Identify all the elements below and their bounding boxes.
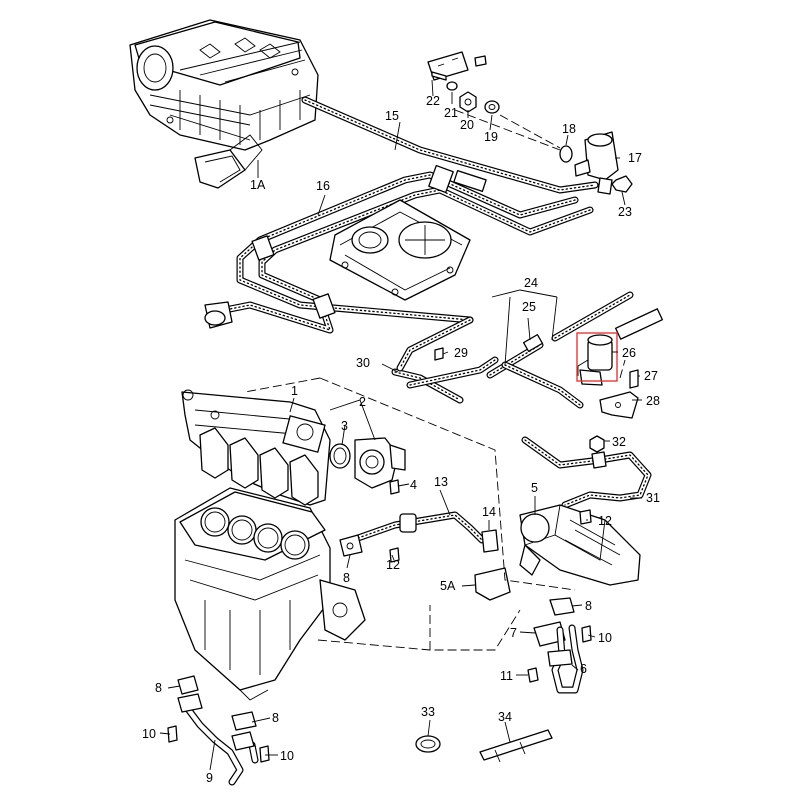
label-3: 3 [341,419,348,433]
label-12-right: 12 [598,514,612,528]
engine-block [174,487,366,701]
label-33: 33 [421,705,435,719]
label-18: 18 [562,122,576,136]
egr-pipe-13 [339,511,499,563]
highlight-box-part-26 [576,332,618,382]
label-10-lower: 10 [280,749,294,763]
label-15: 15 [385,109,399,123]
egr-cooler [519,504,641,586]
assembly-dashed-lines [244,109,626,651]
label-10-left: 10 [142,727,156,741]
label-8-mid: 8 [343,571,350,585]
label-19: 19 [484,130,498,144]
label-5A: 5A [440,579,456,593]
label-1A: 1A [250,178,266,192]
label-23: 23 [618,205,632,219]
label-8-lower: 8 [272,711,279,725]
label-12-mid: 12 [386,558,400,572]
coolant-pipe-9 [167,675,270,786]
label-6: 6 [580,662,587,676]
label-16: 16 [316,179,330,193]
label-30: 30 [356,356,370,370]
tool-34 [479,729,553,763]
intake-manifold [181,389,331,506]
label-9: 9 [206,771,213,785]
vacuum-valve-group [427,51,633,195]
label-32: 32 [612,435,626,449]
label-28: 28 [646,394,660,408]
label-21: 21 [444,106,458,120]
label-20: 20 [460,118,474,132]
label-25: 25 [522,300,536,314]
hose-lines-29-32 [391,316,652,509]
cylinder-head-cover [329,199,471,301]
vacuum-hoses [204,96,599,334]
label-29: 29 [454,346,468,360]
label-17: 17 [628,151,642,165]
label-34: 34 [498,710,512,724]
clamp-33 [415,735,441,753]
bracket-5A [474,567,511,601]
label-8-right: 8 [585,599,592,613]
label-26: 26 [622,346,636,360]
label-8-left: 8 [155,681,162,695]
label-27: 27 [644,369,658,383]
air-filter-housing [129,19,319,189]
label-14: 14 [482,505,496,519]
label-24: 24 [524,276,538,290]
label-2: 2 [359,395,366,409]
label-7: 7 [510,626,517,640]
label-10-right: 10 [598,631,612,645]
part-number-labels: 1A 15 16 17 18 19 20 21 22 23 24 25 26 2… [142,94,660,785]
label-4: 4 [410,478,417,492]
coolant-pipe-6 [527,597,592,694]
label-31: 31 [646,491,660,505]
label-1: 1 [291,384,298,398]
label-22: 22 [426,94,440,108]
label-5: 5 [531,481,538,495]
label-13: 13 [434,475,448,489]
leader-lines [159,79,642,771]
throttle-body-group [329,437,406,495]
label-11: 11 [500,669,513,683]
